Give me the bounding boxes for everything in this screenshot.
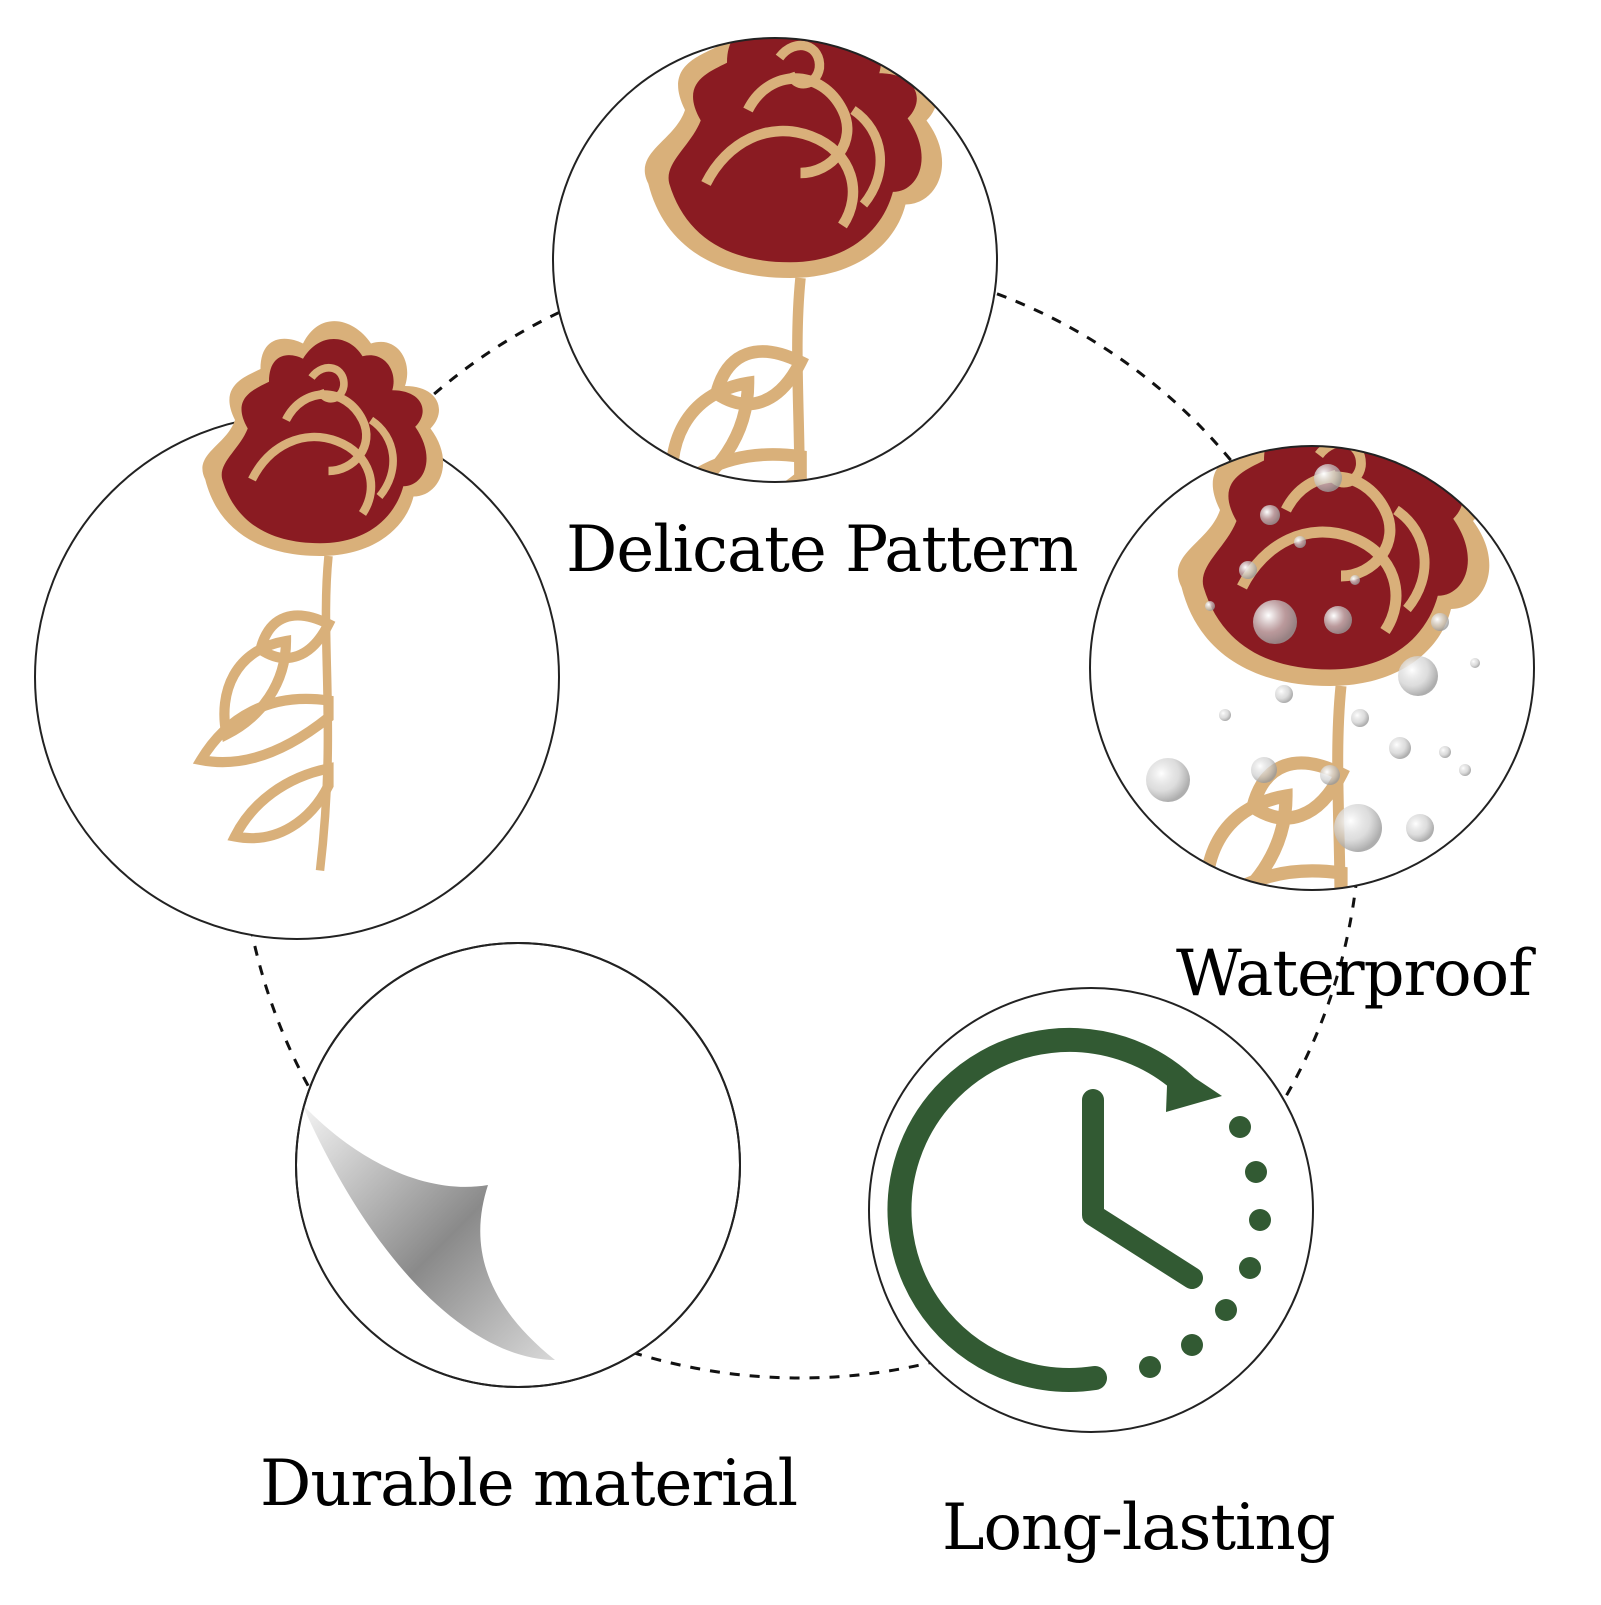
feature-label-waterproof: Waterproof (1176, 937, 1532, 1011)
rose-sticker-icon (34, 321, 560, 940)
feature-label-long-lasting: Long-lasting (942, 1491, 1336, 1565)
water-drops-icon (1089, 445, 1535, 891)
feature-label-durable-material: Durable material (260, 1447, 798, 1521)
rose-pattern-icon (552, 37, 998, 483)
clock-arrow-icon (868, 987, 1314, 1433)
feature-label-delicate-pattern: Delicate Pattern (566, 513, 1079, 587)
peeling-sticker-icon (295, 942, 741, 1388)
